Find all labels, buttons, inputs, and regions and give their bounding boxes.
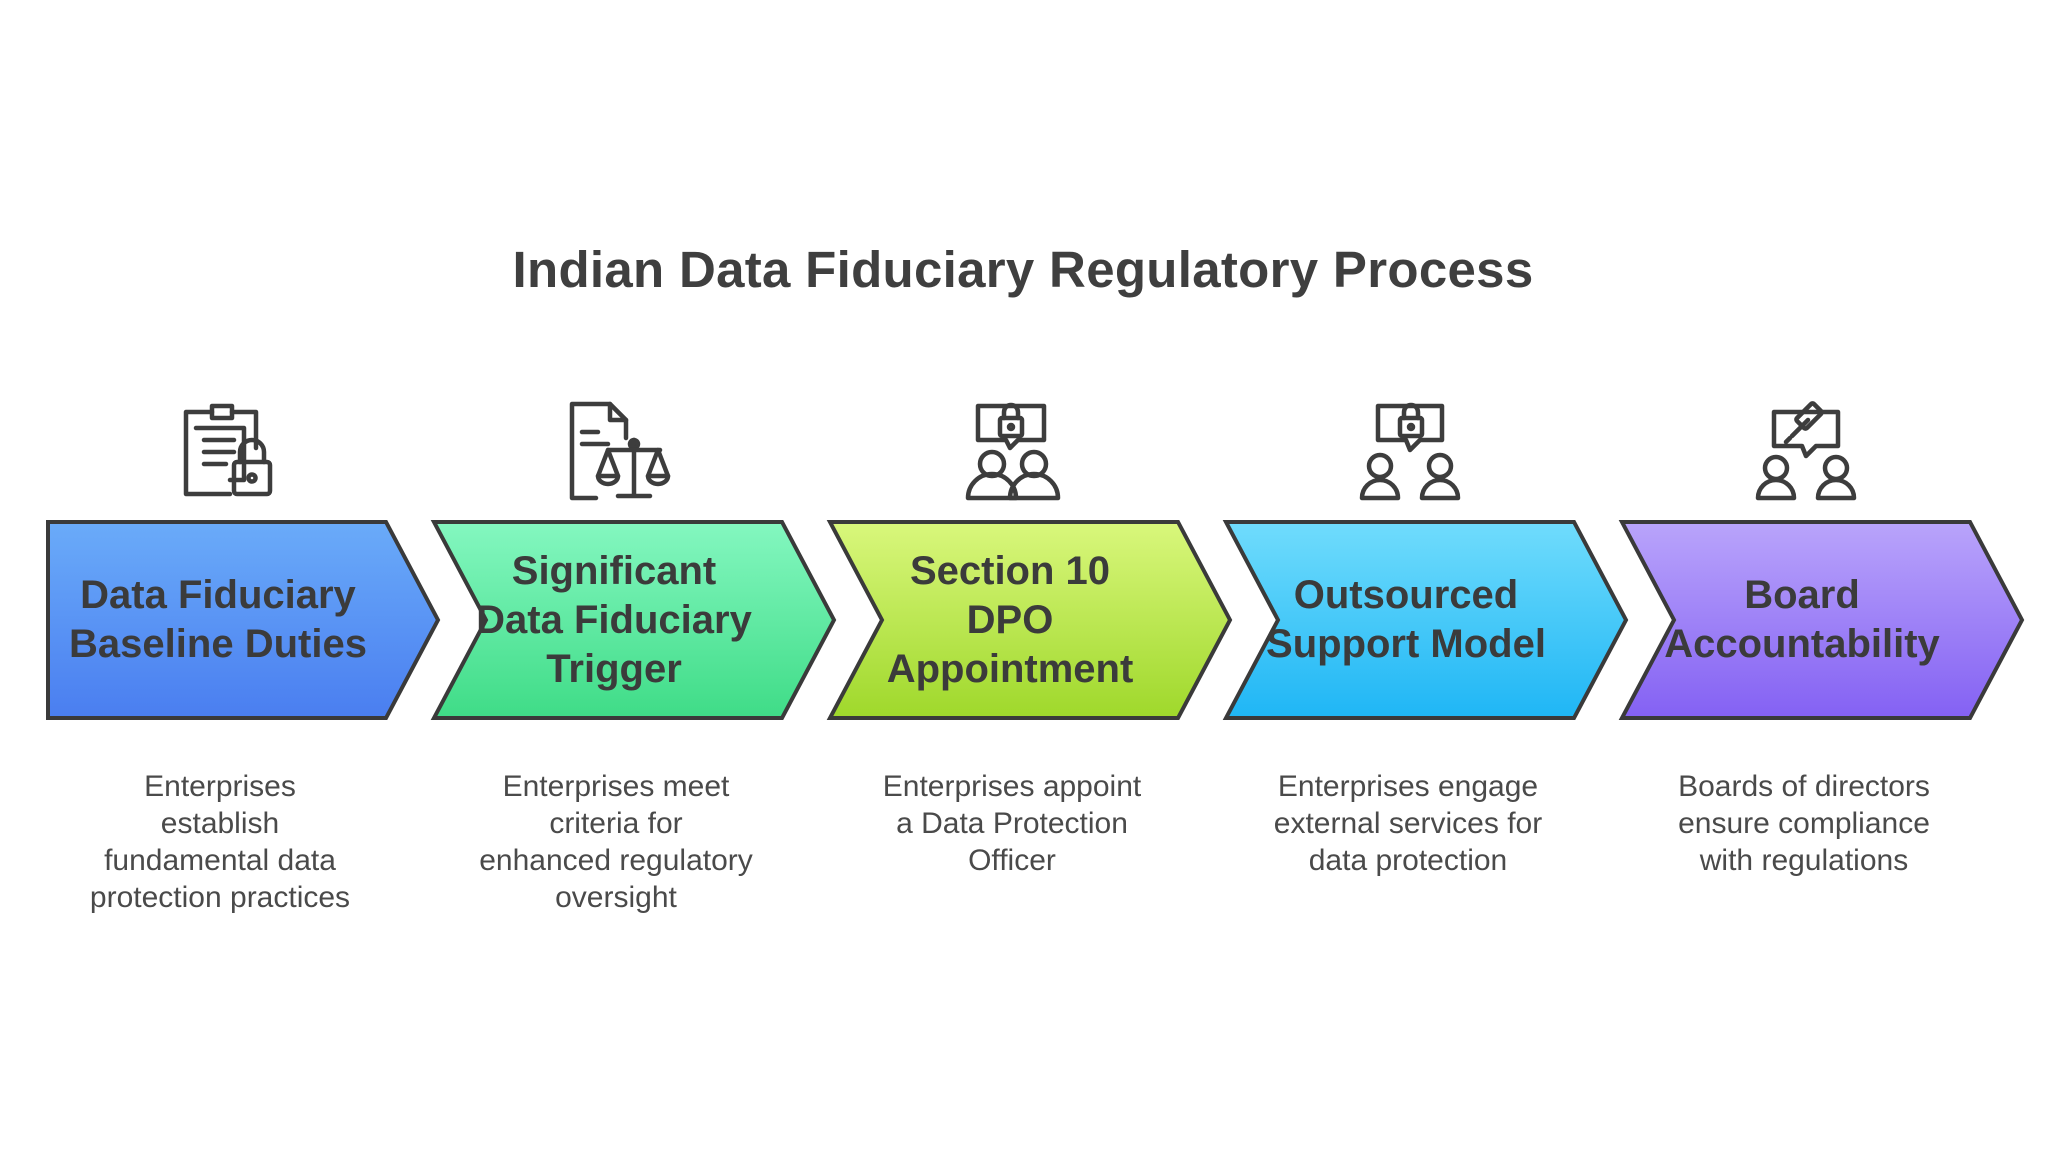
arrow-significant-trigger <box>430 520 837 720</box>
arrow-board-accountability <box>1618 520 2025 720</box>
step-description-baseline-duties: Enterprises establish fundamental data p… <box>89 770 351 914</box>
arrow-baseline-duties <box>46 520 441 720</box>
arrow-outsourced-support <box>1222 520 1629 720</box>
clipboard-lock-icon <box>172 400 273 500</box>
page-title: Indian Data Fiduciary Regulatory Process <box>512 241 1534 298</box>
people-lock-speech-icon <box>1359 400 1461 501</box>
arrow-dpo-appointment <box>826 520 1233 720</box>
step-description-significant-trigger: Enterprises meet criteria for enhanced r… <box>479 770 753 914</box>
document-scales-icon <box>568 400 671 501</box>
step-label-baseline-duties: Data Fiduciary Baseline Duties <box>69 573 367 666</box>
step-label-dpo-appointment: Section 10 DPO Appointment <box>886 548 1134 691</box>
step-label-board-accountability: Board Accountability <box>1664 573 1940 666</box>
step-description-outsourced-support: Enterprises engage external services for… <box>1273 770 1543 877</box>
step-description-board-accountability: Boards of directors ensure compliance wi… <box>1678 770 1930 877</box>
step-description-dpo-appointment: Enterprises appoint a Data Protection Of… <box>882 770 1142 877</box>
people-gavel-speech-icon <box>1755 400 1857 501</box>
users-lock-speech-icon <box>964 400 1064 501</box>
step-label-outsourced-support: Outsourced Support Model <box>1266 573 1546 666</box>
step-label-significant-trigger: Significant Data Fiduciary Trigger <box>476 548 752 691</box>
